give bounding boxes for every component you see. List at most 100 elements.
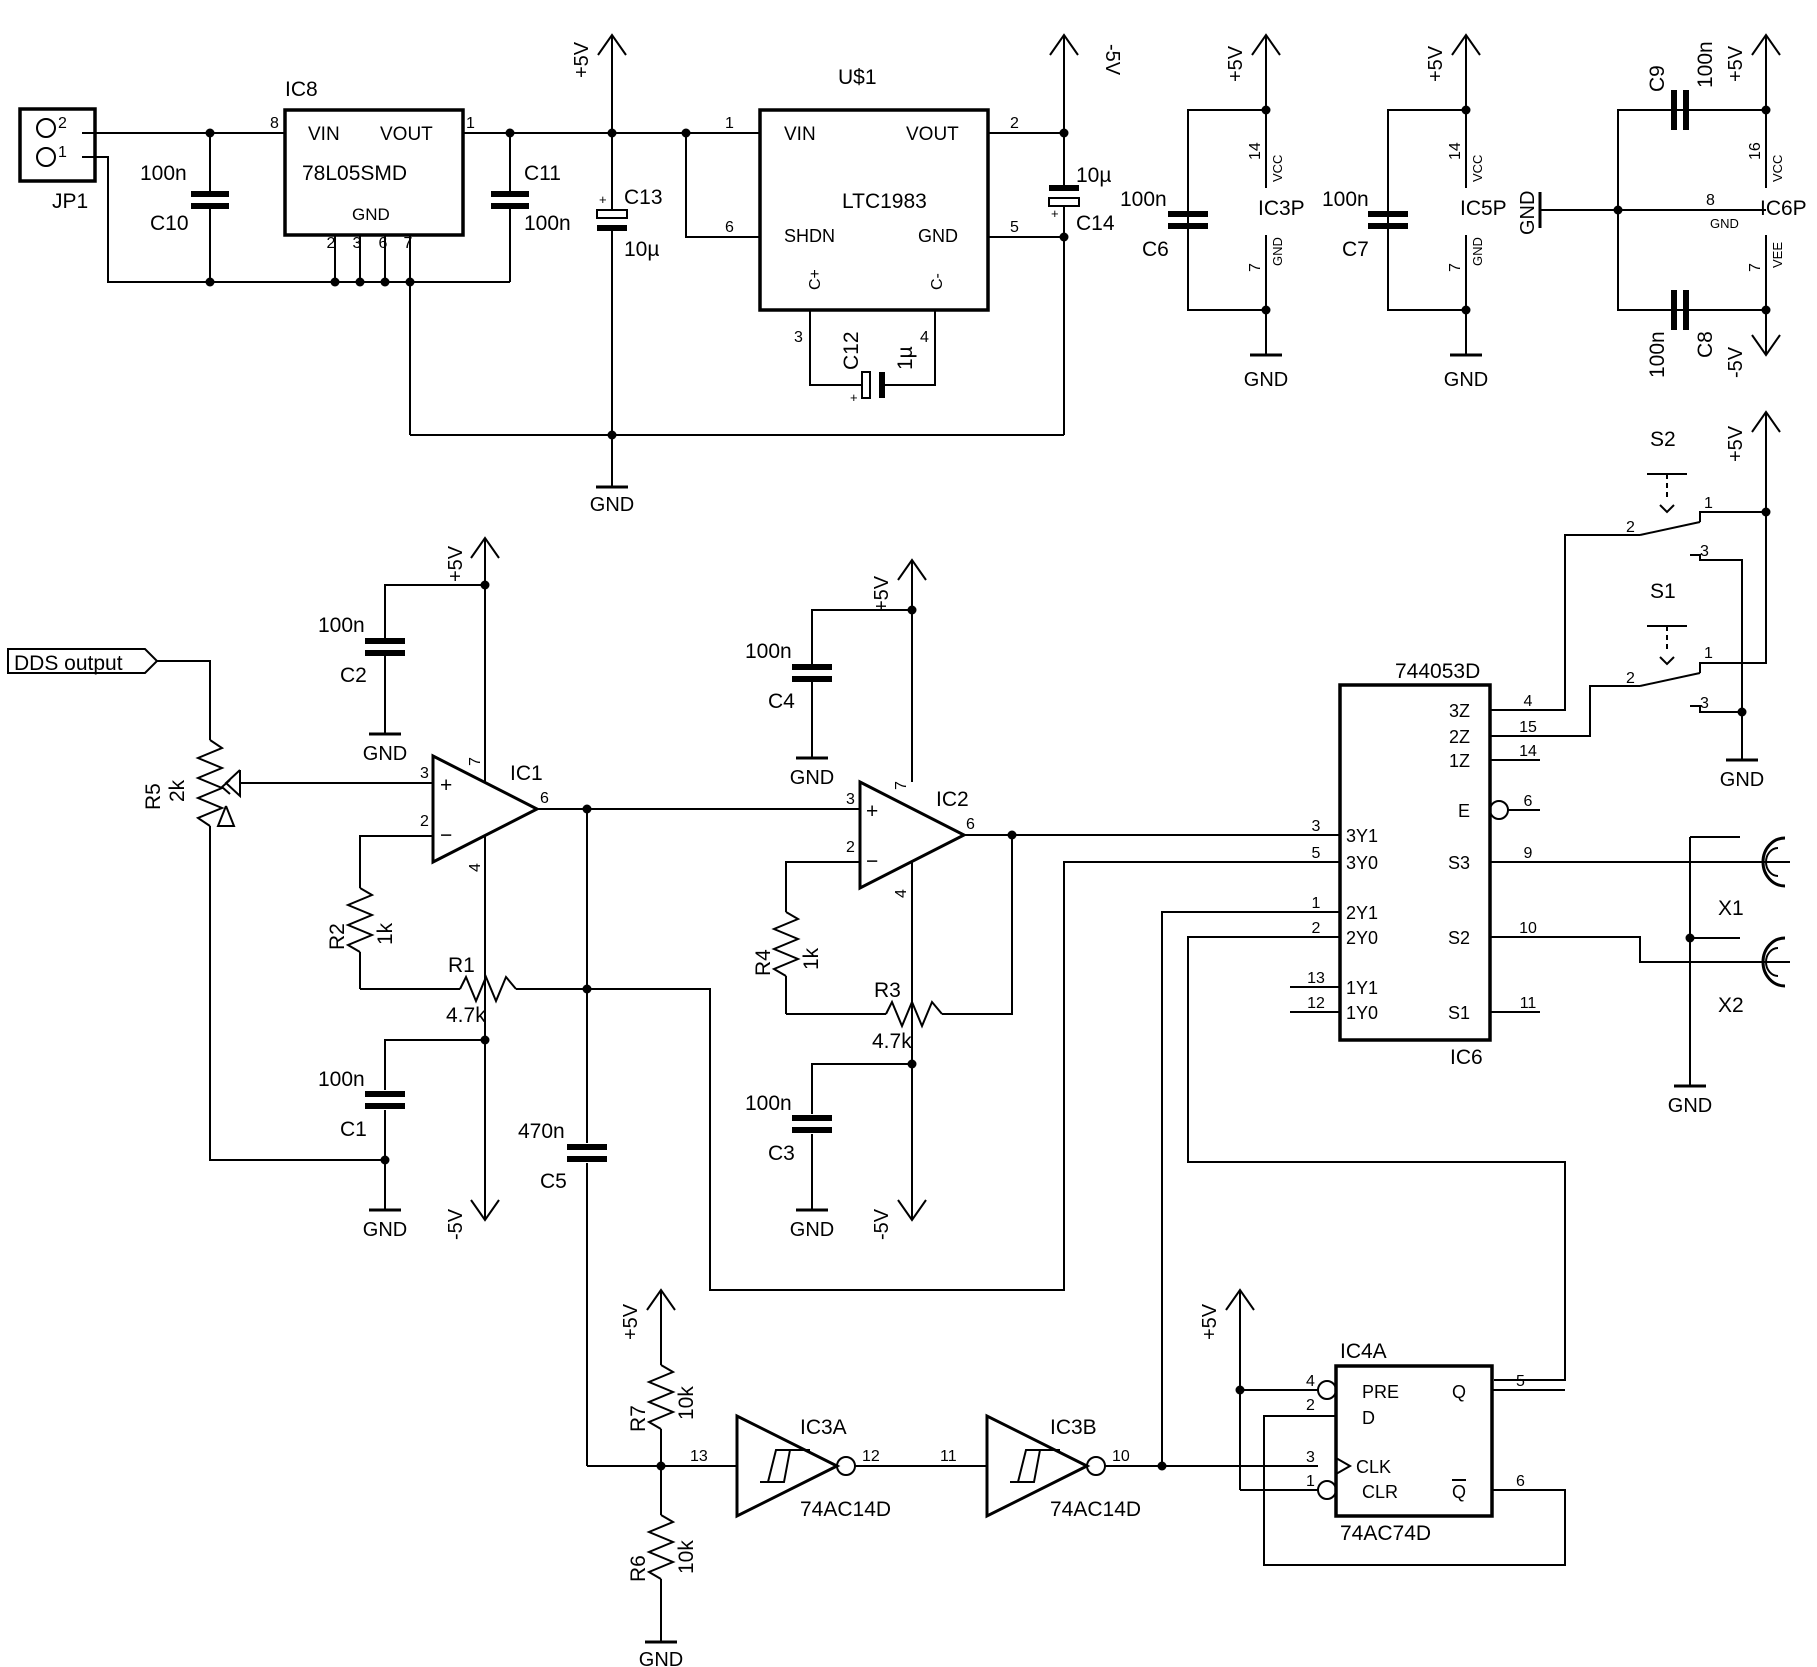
ic2-minus: − bbox=[866, 850, 878, 873]
u1-ref: U$1 bbox=[838, 66, 877, 89]
s1-switch: S1 2 1 3 bbox=[1626, 512, 1767, 713]
u1-p3: 3 bbox=[794, 329, 803, 346]
ic4a-clr: CLR bbox=[1362, 1482, 1398, 1502]
ic6-pin-number: 9 bbox=[1524, 845, 1533, 862]
vpos-label: +5V bbox=[871, 575, 893, 612]
s2-p2: 2 bbox=[1626, 519, 1635, 536]
ic8-p6: 6 bbox=[379, 235, 388, 252]
ic4a-p3: 3 bbox=[1306, 1449, 1315, 1466]
dds-output-flag: DDS output bbox=[7, 648, 159, 675]
c14-value: 10µ bbox=[1076, 164, 1111, 187]
u1-cplus: C+ bbox=[807, 269, 824, 290]
c5-capacitor: 470n C5 bbox=[518, 1120, 607, 1466]
ic1-p2: 2 bbox=[420, 813, 429, 830]
vpos-supply-ic2: +5V bbox=[871, 558, 927, 782]
ic5p-power-pins: +5V GND 14 VCC 7 GND IC5P bbox=[1387, 33, 1507, 391]
ic6-pin-number: 14 bbox=[1519, 743, 1537, 760]
x2-connector: X2 bbox=[1490, 936, 1790, 1017]
jp1-ref: JP1 bbox=[52, 190, 88, 213]
c8-capacitor: 100n C8 bbox=[1646, 290, 1717, 378]
s2-ref: S2 bbox=[1650, 428, 1676, 451]
ic3b-pin-out: 10 bbox=[1112, 1448, 1130, 1465]
r2-resistor: R2 1k bbox=[326, 887, 397, 989]
ic5p-p7: 7 bbox=[1447, 263, 1464, 272]
ic4a-ref: IC4A bbox=[1340, 1340, 1387, 1363]
c7-value: 100n bbox=[1322, 188, 1369, 211]
gnd-label: GND bbox=[1444, 369, 1488, 391]
r3-value: 4.7k bbox=[872, 1030, 912, 1053]
c9-value: 100n bbox=[1694, 41, 1717, 88]
vpos-supply-ic1: +5V bbox=[445, 536, 500, 782]
ic6p-gnd: GND bbox=[1710, 216, 1739, 231]
ic3b-ref: IC3B bbox=[1050, 1416, 1097, 1439]
c12-capacitor: + C12 1µ bbox=[840, 331, 917, 405]
c11-value: 100n bbox=[524, 212, 571, 235]
jp1-pin1-label: 1 bbox=[58, 144, 67, 161]
c3-value: 100n bbox=[745, 1092, 792, 1115]
c5-value: 470n bbox=[518, 1120, 565, 1143]
gnd-label: GND bbox=[790, 1219, 834, 1241]
u1-shdn: SHDN bbox=[784, 226, 835, 246]
c7-ref: C7 bbox=[1342, 238, 1369, 261]
ic6p-ref: IC6P bbox=[1760, 197, 1807, 220]
r1-value: 4.7k bbox=[446, 1004, 486, 1027]
u1-p2: 2 bbox=[1010, 115, 1019, 132]
ic8-p8: 8 bbox=[270, 115, 279, 132]
ic3p-gnd: GND bbox=[1270, 237, 1285, 266]
ic4a-p4: 4 bbox=[1306, 1373, 1315, 1390]
ic6p-p7: 7 bbox=[1747, 263, 1764, 272]
vneg-supply-1: -5V bbox=[1049, 33, 1123, 133]
r5-potentiometer: R5 2k bbox=[142, 739, 241, 827]
ic3p-p14: 14 bbox=[1247, 142, 1264, 160]
c12-ref: C12 bbox=[840, 331, 863, 370]
ic6-pin-name: 2Y1 bbox=[1346, 903, 1378, 923]
r4-resistor: R4 1k bbox=[752, 911, 823, 1014]
c6-ref: C6 bbox=[1142, 238, 1169, 261]
vneg-label: -5V bbox=[871, 1208, 893, 1240]
c3-ref: C3 bbox=[768, 1142, 795, 1165]
u1-p4: 4 bbox=[920, 329, 929, 346]
c8-ref: C8 bbox=[1694, 331, 1717, 358]
ic4a-pre: PRE bbox=[1362, 1382, 1399, 1402]
c4-capacitor: GND 100n C4 bbox=[745, 640, 834, 789]
jp1-pin2-label: 2 bbox=[58, 115, 67, 132]
s1-ref: S1 bbox=[1650, 580, 1676, 603]
ic6-pin-name: S1 bbox=[1448, 1003, 1470, 1023]
ic6-value: 744053D bbox=[1395, 660, 1480, 683]
ic5p-vcc: VCC bbox=[1470, 155, 1485, 182]
c4-ref: C4 bbox=[768, 690, 795, 713]
ic3a-schmitt-inverter: IC3A 74AC14D 13 12 bbox=[690, 1413, 891, 1521]
vpos-supply-1: +5V bbox=[571, 33, 627, 133]
ic6-pin-number: 1 bbox=[1312, 895, 1321, 912]
r4-value: 1k bbox=[800, 947, 823, 970]
c10-value: 100n bbox=[140, 162, 187, 185]
r5-ref: R5 bbox=[142, 783, 165, 810]
gnd-label: GND bbox=[1244, 369, 1288, 391]
ic6p-vee: VEE bbox=[1770, 242, 1785, 268]
ic6-pin-number: 10 bbox=[1519, 920, 1537, 937]
ic6-pin-number: 15 bbox=[1519, 719, 1537, 736]
ic8-value: 78L05SMD bbox=[302, 162, 407, 185]
c13-capacitor: + C13 10µ bbox=[596, 133, 663, 435]
c4-value: 100n bbox=[745, 640, 792, 663]
digital-section: +5V R7 10k GND R6 10k IC3A 74AC14D 13 12… bbox=[587, 1288, 1566, 1667]
ic1-ref: IC1 bbox=[510, 762, 543, 785]
vpos-label: +5V bbox=[445, 545, 467, 582]
r2-ref: R2 bbox=[326, 923, 349, 950]
ic1-plus: + bbox=[440, 774, 452, 797]
svg-text:+: + bbox=[850, 390, 858, 405]
svg-text:+: + bbox=[599, 192, 607, 207]
ic6-pin-name: 2Y0 bbox=[1346, 928, 1378, 948]
ic8-regulator: IC8 VIN VOUT 78L05SMD GND 8 1 2 3 6 7 bbox=[270, 78, 475, 252]
ic8-gnd: GND bbox=[352, 205, 390, 224]
ic5p-p14: 14 bbox=[1447, 142, 1464, 160]
u1-vout: VOUT bbox=[906, 124, 959, 145]
gnd-label: GND bbox=[790, 767, 834, 789]
vpos-label: +5V bbox=[1199, 1303, 1221, 1340]
c9-capacitor: C9 100n bbox=[1646, 41, 1717, 130]
u1-value: LTC1983 bbox=[842, 190, 927, 213]
ic1-opamp: + − IC1 3 2 6 7 4 bbox=[420, 753, 549, 872]
r5-value: 2k bbox=[166, 779, 189, 802]
ic3a-ref: IC3A bbox=[800, 1416, 847, 1439]
